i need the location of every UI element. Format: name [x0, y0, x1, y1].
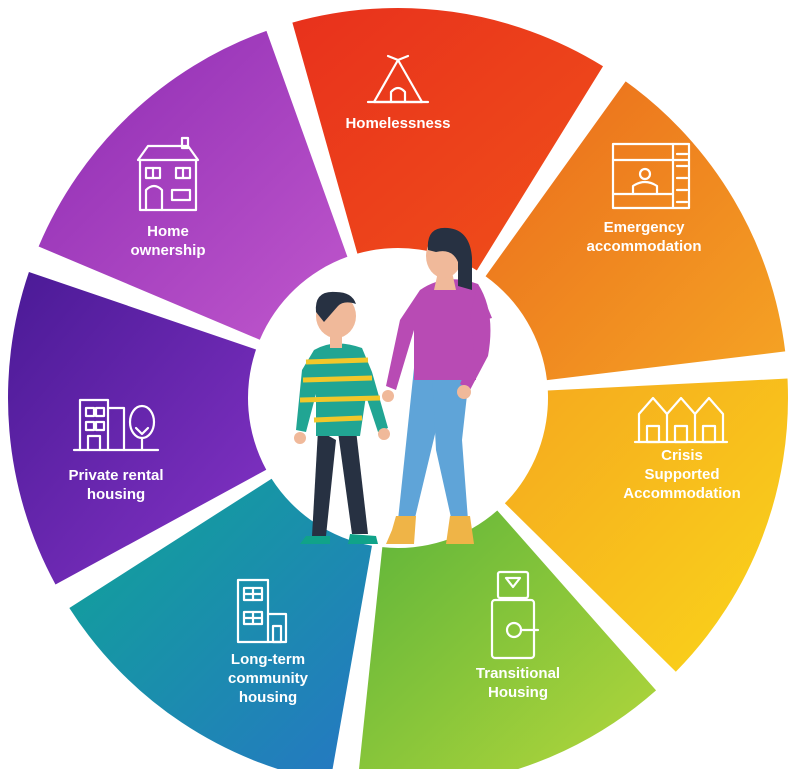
label-private-rental-housing: Private rental housing	[68, 467, 163, 503]
label-line: community	[228, 670, 309, 687]
label-line: Housing	[488, 684, 548, 701]
label-line: housing	[87, 486, 145, 503]
segment-transitional-housing	[359, 510, 657, 769]
apartment-icon	[236, 578, 288, 644]
boy-figure	[294, 291, 390, 544]
building-tree-icon	[72, 398, 160, 452]
door-lock-icon	[490, 570, 540, 660]
woman-figure	[382, 227, 492, 544]
label-home-ownership: Home ownership	[130, 223, 205, 259]
label-line: Home	[147, 223, 189, 240]
label-line: accommodation	[586, 238, 701, 255]
label-line: Long-term	[231, 651, 305, 668]
label-line: Crisis	[661, 447, 703, 464]
label-line: Accommodation	[623, 485, 741, 502]
label-line: Supported	[645, 466, 720, 483]
segment-crisis-supported-accommodation	[504, 378, 788, 672]
label-emergency-accommodation: Emergency accommodation	[586, 219, 701, 255]
label-line: Emergency	[604, 219, 686, 236]
segment-home-ownership	[38, 30, 348, 340]
segment-emergency-accommodation	[485, 81, 786, 381]
segment-homelessness	[292, 8, 604, 271]
label-homelessness: Homelessness	[345, 115, 450, 132]
label-line: Transitional	[476, 665, 560, 682]
house-icon	[136, 136, 200, 212]
label-line: housing	[239, 689, 297, 706]
label-line: ownership	[130, 242, 205, 259]
segment-long-term-community-housing	[69, 478, 372, 769]
tent-icon	[366, 54, 430, 104]
bunk-bed-icon	[611, 142, 691, 210]
label-line: Homelessness	[345, 115, 450, 132]
label-line: Private rental	[68, 467, 163, 484]
row-houses-icon	[633, 396, 729, 444]
label-long-term-community-housing: Long-term community housing	[228, 651, 309, 706]
